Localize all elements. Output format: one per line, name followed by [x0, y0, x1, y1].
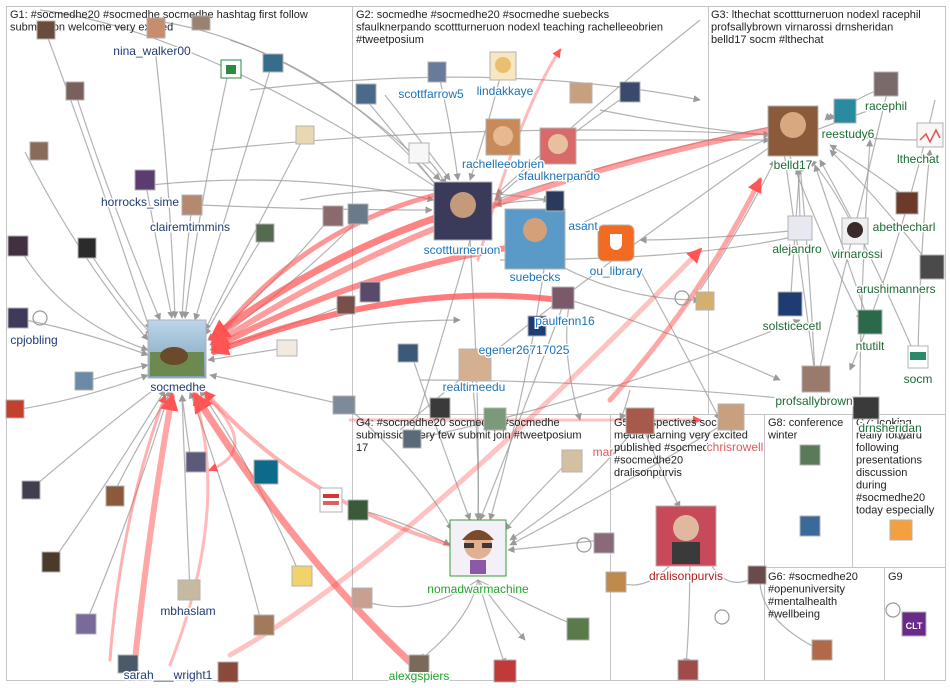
node-label-paulfenn16[interactable]: paulfenn16 [534, 313, 597, 330]
group-label-g2: sfaulknerpando scottturneruon nodexl tea… [356, 22, 663, 34]
group-label-g7: following [856, 442, 899, 454]
group-label-g5: dralisonpurvis [614, 467, 682, 479]
group-label-g6: G6: #socmedhe20 [768, 571, 858, 583]
group-label-g2: G2: socmedhe #socmedhe20 #socmedhe suebe… [356, 9, 610, 21]
heavy-edges [108, 48, 773, 667]
node-label-reestudy6[interactable]: reestudy6 [820, 126, 876, 143]
node-label-virnarossi[interactable]: virnarossi [830, 246, 884, 263]
node-label-belld17[interactable]: belld17 [772, 157, 814, 174]
node-label-abethecharl[interactable]: abethecharl [871, 219, 937, 236]
group-label-g9: G9 [888, 571, 903, 583]
node-label-socmedhe[interactable]: socmedhe [149, 379, 208, 396]
node-label-mbhaslam[interactable]: mbhaslam [159, 603, 217, 620]
group-label-g7: today especially [856, 505, 935, 517]
node-labels[interactable]: nina_walker00 horrocks_sime clairemtimmins… [9, 43, 941, 685]
node-label-realtimeedu[interactable]: realtimeedu [441, 379, 507, 396]
network-edges [14, 9, 936, 666]
node-label-ntutilt[interactable]: ntutilt [854, 338, 886, 355]
node-label-lindakkaye[interactable]: lindakkaye [475, 83, 535, 100]
node-label-nina-walker00[interactable]: nina_walker00 [112, 43, 193, 60]
group-label-g6: #mentalhealth [768, 596, 837, 608]
group-label-g1: G1: #socmedhe20 #socmedhe socmedhe hasht… [10, 9, 308, 21]
node-label-racephil[interactable]: racephil [863, 98, 908, 115]
group-label-g7: presentations [856, 455, 923, 467]
node-label-scottfarrow5[interactable]: scottfarrow5 [397, 86, 466, 103]
svg-text:CLT: CLT [906, 621, 923, 631]
node-label-solsticecetl[interactable]: solsticecetl [761, 318, 823, 335]
group-label-g3: belld17 socm #lthechat [711, 34, 824, 46]
node-label-sarah-wright1[interactable]: sarah___wright1 [122, 667, 214, 684]
node-label-mar[interactable]: mar [591, 444, 615, 461]
avatar-thumbnails: CLT [5, 15, 945, 683]
node-label-asant[interactable]: asant [567, 218, 600, 235]
group-label-g6: #wellbeing [768, 609, 820, 621]
group-label-g8: G8: conference [768, 417, 843, 429]
node-label-clairemtimmins[interactable]: clairemtimmins [148, 219, 231, 236]
group-label-g7: G7: looking [856, 417, 912, 429]
group-label-g3: G3: lthechat scottturneruon nodexl racep… [711, 9, 921, 21]
node-label-sfaulknerpando[interactable]: sfaulknerpando [516, 168, 601, 185]
group-label-g6: #openuniversity [768, 584, 846, 596]
node-label-socm[interactable]: socm [902, 371, 934, 388]
node-label-drnsheridan[interactable]: drnsheridan [857, 420, 923, 437]
group-label-g7: really forward [856, 430, 922, 442]
node-label-chrisrowell[interactable]: chrisrowell [705, 439, 765, 456]
node-label-alexgspiers[interactable]: alexgspiers [387, 668, 451, 685]
self-loops [32, 290, 910, 625]
node-label-arushimanners[interactable]: arushimanners [855, 281, 937, 298]
group-label-g4: G4: #socmedhe20 socmedhe #socmedhe [356, 417, 560, 429]
group-label-g8: winter [767, 430, 798, 442]
node-label-lthechat[interactable]: lthechat [895, 151, 941, 168]
group-label-g2: #tweetposium [356, 34, 424, 46]
group-label-g4: submission very few submit join #tweetpo… [356, 430, 582, 442]
node-label-nomadwarmachine[interactable]: nomadwarmachine [426, 581, 531, 598]
node-label-dralisonpurvis[interactable]: dralisonpurvis [647, 568, 724, 585]
node-label-suebecks[interactable]: suebecks [508, 269, 562, 286]
group-label-g7: during [856, 480, 887, 492]
node-label-egener26717025[interactable]: egener26717025 [477, 342, 571, 359]
node-label-scottturneruon[interactable]: scottturneruon [422, 242, 502, 259]
group-label-g7: discussion [856, 467, 907, 479]
group-label-g5: #socmedhe20 [614, 455, 683, 467]
node-label-profsallybrown[interactable]: profsallybrown [774, 393, 854, 410]
node-label-ou-library[interactable]: ou_library [588, 263, 644, 280]
node-label-horrocks-sime[interactable]: horrocks_sime [99, 194, 180, 211]
node-label-rachelleeobrien[interactable]: rachelleeobrien [460, 156, 545, 173]
group-label-g7: #socmedhe20 [856, 492, 925, 504]
group-label-g3: profsallybrown virnarossi drnsheridan [711, 22, 893, 34]
group-label-g4: 17 [356, 442, 368, 454]
node-label-cpjobling[interactable]: cpjobling [9, 332, 59, 349]
node-label-alejandro[interactable]: alejandro [771, 241, 824, 258]
group-label-g5: published #socmedhe [614, 442, 721, 454]
